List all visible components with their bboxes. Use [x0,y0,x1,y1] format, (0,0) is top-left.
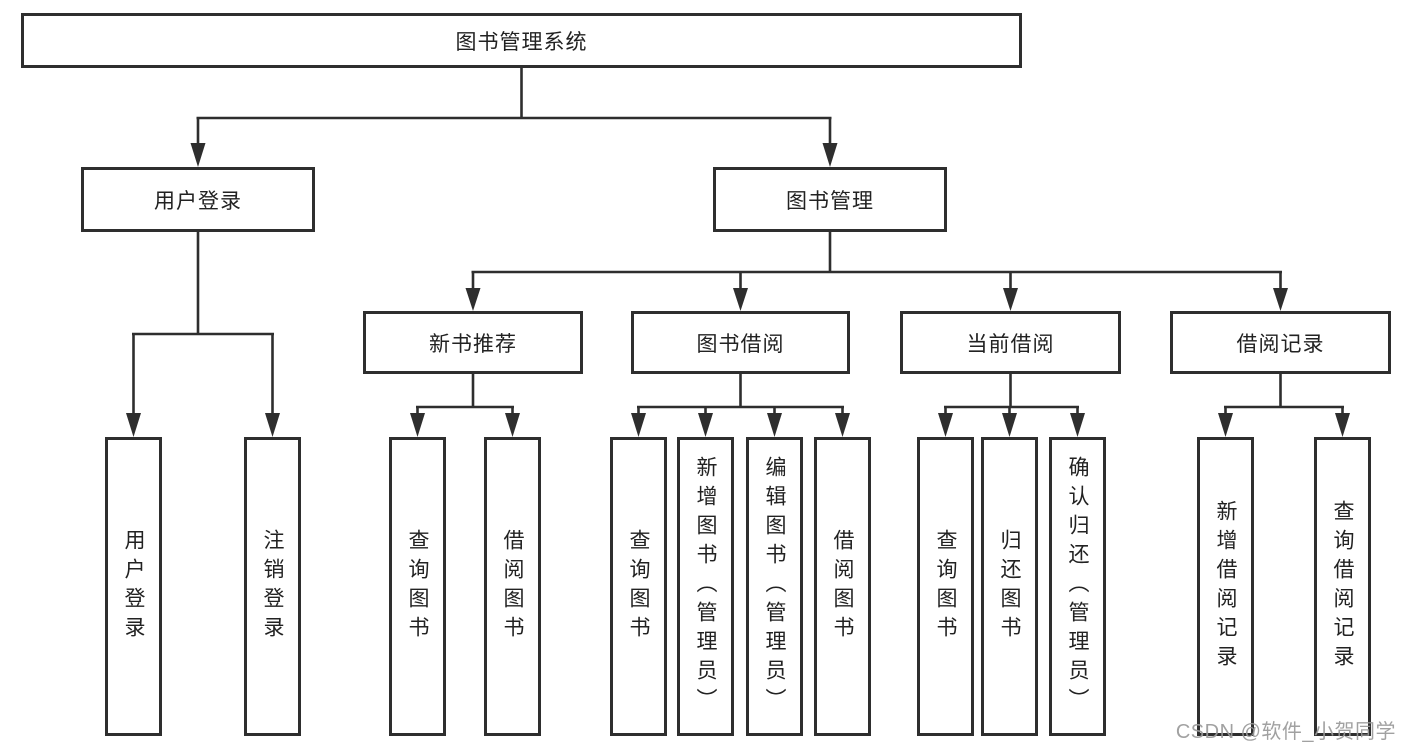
leaf-query-books-recommend: 查询图书 [389,437,446,736]
leaf-user-login-label: 用户登录 [122,528,145,645]
node-new-book-recommend: 新书推荐 [363,311,583,374]
node-book-borrowing-label: 图书借阅 [696,332,785,356]
leaf-query-books-borrowing-label: 查询图书 [627,528,650,645]
leaf-query-books-current: 查询图书 [917,437,974,736]
node-current-borrowing: 当前借阅 [900,311,1121,374]
leaf-query-borrow-record: 查询借阅记录 [1314,437,1371,736]
leaf-add-borrow-record: 新增借阅记录 [1197,437,1254,736]
leaf-query-books-borrowing: 查询图书 [610,437,667,736]
leaf-query-books-current-label: 查询图书 [934,528,957,645]
leaf-edit-book-admin: 编辑图书（管理员） [746,437,803,736]
leaf-borrow-books-borrowing-label: 借阅图书 [831,528,854,645]
node-borrow-records: 借阅记录 [1170,311,1391,374]
node-book-management: 图书管理 [713,167,947,232]
leaf-borrow-books-borrowing: 借阅图书 [814,437,871,736]
leaf-user-login: 用户登录 [105,437,162,736]
node-root-label: 图书管理系统 [455,30,588,54]
leaf-borrow-books-recommend-label: 借阅图书 [501,528,524,645]
leaf-query-books-recommend-label: 查询图书 [406,528,429,645]
node-root: 图书管理系统 [21,13,1022,68]
node-book-borrowing: 图书借阅 [631,311,850,374]
node-user-login-label: 用户登录 [154,189,242,213]
leaf-return-book: 归还图书 [981,437,1038,736]
leaf-confirm-return-admin: 确认归还（管理员） [1049,437,1106,736]
node-current-borrowing-label: 当前借阅 [966,332,1055,356]
leaf-logout-label: 注销登录 [261,528,284,645]
watermark: CSDN @软件_小贺同学 [1175,721,1396,743]
leaf-logout: 注销登录 [244,437,301,736]
leaf-query-borrow-record-label: 查询借阅记录 [1331,499,1354,674]
leaf-edit-book-admin-label: 编辑图书（管理员） [763,456,786,717]
leaf-return-book-label: 归还图书 [998,528,1021,645]
node-user-login: 用户登录 [81,167,315,232]
leaf-add-book-admin-label: 新增图书（管理员） [694,456,717,717]
node-borrow-records-label: 借阅记录 [1236,332,1325,356]
node-book-management-label: 图书管理 [786,189,874,213]
leaf-confirm-return-admin-label: 确认归还（管理员） [1066,456,1089,717]
node-new-book-recommend-label: 新书推荐 [429,332,517,356]
leaf-add-borrow-record-label: 新增借阅记录 [1214,499,1237,674]
leaf-add-book-admin: 新增图书（管理员） [677,437,734,736]
leaf-borrow-books-recommend: 借阅图书 [484,437,541,736]
